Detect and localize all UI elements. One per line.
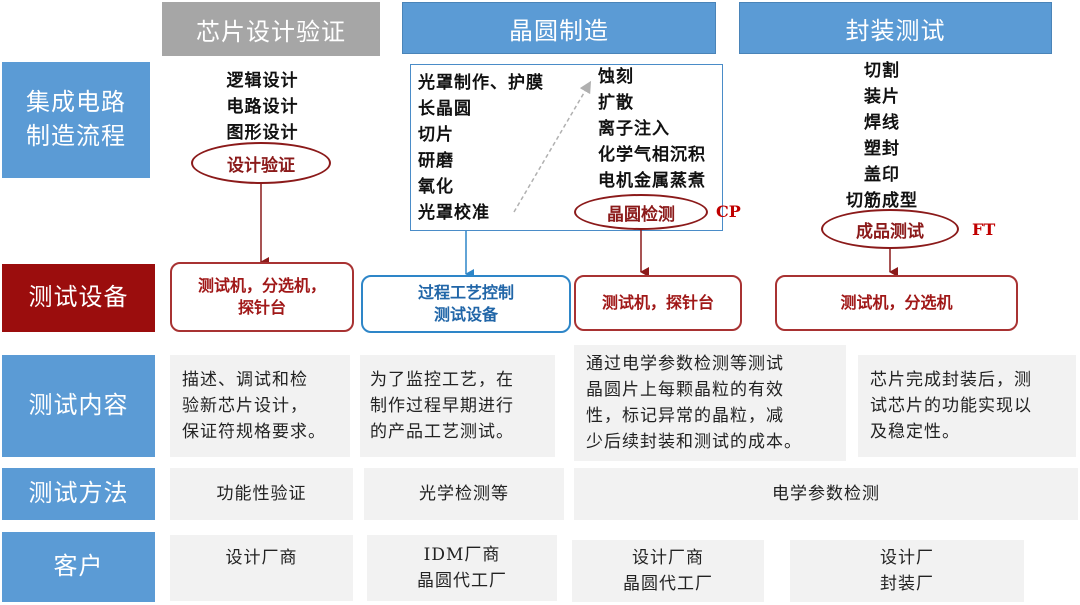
package-step: 焊线 [864, 113, 900, 133]
customer-package: 设计厂 封装厂 [790, 540, 1024, 602]
wafer-step: 蚀刻 [598, 67, 634, 87]
wafer-step: 氧化 [418, 177, 454, 197]
design-steps: 逻辑设计 电路设计 图形设计 [195, 68, 330, 146]
package-step: 装片 [864, 87, 900, 107]
design-step: 电路设计 [226, 97, 299, 117]
customer-process: IDM厂商 晶圆代工厂 [367, 535, 557, 601]
package-step: 盖印 [864, 165, 900, 185]
method-optical-inspection: 光学检测等 [364, 468, 564, 520]
equipment-wafer: 测试机，探针台 [574, 275, 742, 331]
row-label-process-flow: 集成电路 制造流程 [2, 62, 150, 178]
ft-tag: FT [972, 220, 996, 239]
wafer-step: 化学气相沉积 [598, 145, 706, 165]
content-process: 为了监控工艺，在 制作过程早期进行 的产品工艺测试。 [360, 355, 555, 457]
content-design: 描述、调试和检 验新芯片设计， 保证符规格要求。 [170, 355, 350, 457]
wafer-process-box [410, 64, 723, 231]
design-verification-oval: 设计验证 [191, 142, 331, 184]
equipment-package: 测试机，分选机 [775, 275, 1018, 331]
row-label-test-content: 测试内容 [2, 355, 155, 457]
row-label-customer: 客户 [2, 532, 155, 602]
method-electrical-parameter-test: 电学参数检测 [574, 468, 1078, 520]
customer-wafer: 设计厂商 晶圆代工厂 [572, 540, 764, 602]
wafer-step: 扩散 [598, 93, 634, 113]
content-package: 芯片完成封装后，测 试芯片的功能实现以 及稳定性。 [858, 355, 1076, 457]
customer-design: 设计厂商 [170, 535, 353, 601]
content-wafer: 通过电学参数检测等测试 晶圆片上每颗晶粒的有效 性，标记异常的晶粒，减 少后续封… [574, 345, 846, 461]
row-label-test-equipment: 测试设备 [2, 264, 155, 332]
wafer-step: 光罩校准 [418, 203, 490, 223]
design-step: 图形设计 [226, 123, 299, 143]
wafer-step: 光罩制作、护膜 [418, 73, 544, 93]
package-step: 塑封 [864, 139, 900, 159]
final-test-oval: 成品测试 [821, 209, 959, 249]
row-label-test-method: 测试方法 [2, 468, 155, 520]
wafer-inspection-oval: 晶圆检测 [574, 194, 708, 230]
package-step: 切筋成型 [846, 191, 918, 211]
wafer-steps-left: 光罩制作、护膜 长晶圆 切片 研磨 氧化 光罩校准 [418, 70, 593, 226]
package-step: 切割 [864, 61, 900, 81]
header-wafer-manufacturing: 晶圆制造 [402, 2, 716, 54]
wafer-steps-right: 蚀刻 扩散 离子注入 化学气相沉积 电机金属蒸煮 [598, 64, 723, 194]
equipment-process-control: 过程工艺控制 测试设备 [361, 275, 571, 333]
design-step: 逻辑设计 [226, 71, 299, 91]
wafer-step: 研磨 [418, 151, 454, 171]
wafer-step: 长晶圆 [418, 99, 472, 119]
wafer-step: 切片 [418, 125, 454, 145]
header-chip-design: 芯片设计验证 [162, 2, 380, 56]
wafer-step: 离子注入 [598, 119, 670, 139]
header-package-test: 封装测试 [739, 2, 1052, 54]
package-steps: 切割 装片 焊线 塑封 盖印 切筋成型 [812, 58, 952, 214]
wafer-step: 电机金属蒸煮 [598, 171, 706, 191]
equipment-design: 测试机，分选机， 探针台 [170, 262, 354, 332]
cp-tag: CP [716, 202, 741, 221]
wafer-flow-dashed-arrow [513, 80, 592, 213]
method-functional-verification: 功能性验证 [170, 468, 353, 520]
